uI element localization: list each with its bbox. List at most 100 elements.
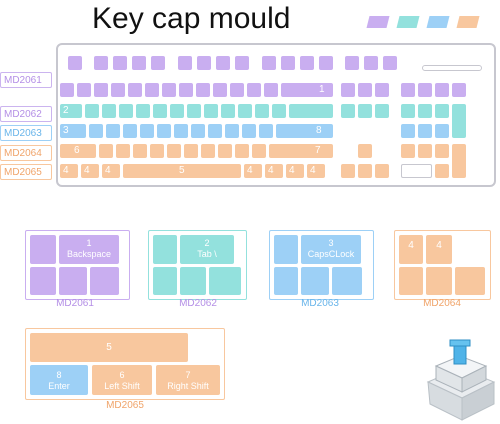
key xyxy=(272,104,286,118)
row-label-md2062: MD2062 xyxy=(0,106,52,122)
key xyxy=(230,83,244,97)
key xyxy=(300,56,314,70)
panel-label-md2061: MD2061 xyxy=(56,298,94,309)
key xyxy=(113,56,127,70)
key xyxy=(94,56,108,70)
key xyxy=(401,164,432,178)
key xyxy=(102,104,116,118)
key xyxy=(264,83,278,97)
keycap xyxy=(209,267,241,295)
keycap xyxy=(399,267,423,295)
key: 4 xyxy=(265,164,283,178)
key: 4 xyxy=(244,164,262,178)
key xyxy=(435,164,449,178)
key xyxy=(401,124,415,138)
key xyxy=(341,83,355,97)
tab-key: 2 xyxy=(60,104,82,118)
row-label-md2061: MD2061 xyxy=(0,72,52,88)
orange-swatch xyxy=(456,16,480,28)
key xyxy=(213,83,227,97)
keycap xyxy=(30,267,56,295)
key xyxy=(358,83,372,97)
keycap xyxy=(59,267,87,295)
keycap: 4 xyxy=(426,235,452,264)
key xyxy=(128,83,142,97)
panel-md2065: 5 8 Enter 6 Left Shift 7 Right Shift xyxy=(25,328,225,400)
key xyxy=(162,83,176,97)
enter-keycap: 8 Enter xyxy=(30,365,88,395)
key xyxy=(242,124,256,138)
key xyxy=(60,83,74,97)
key xyxy=(358,164,372,178)
keycap xyxy=(274,235,298,264)
key xyxy=(435,124,449,138)
key xyxy=(132,56,146,70)
key xyxy=(435,104,449,118)
capslock-keycap: 3 CapsCLock xyxy=(301,235,361,264)
key xyxy=(281,56,295,70)
panel-label-md2063: MD2063 xyxy=(301,298,339,309)
key xyxy=(187,104,201,118)
key xyxy=(221,104,235,118)
panel-md2061: 1 Backspace xyxy=(25,230,130,300)
enter-key: 8 xyxy=(276,124,333,138)
key xyxy=(136,104,150,118)
left-shift-key: 6 xyxy=(60,144,96,158)
key xyxy=(145,83,159,97)
key xyxy=(262,56,276,70)
key xyxy=(157,124,171,138)
key xyxy=(204,104,218,118)
key xyxy=(341,104,355,118)
key xyxy=(197,56,211,70)
key xyxy=(401,144,415,158)
key: 4 xyxy=(102,164,120,178)
key: 4 xyxy=(60,164,78,178)
key xyxy=(435,83,449,97)
keycap: 4 xyxy=(399,235,423,264)
key xyxy=(111,83,125,97)
key xyxy=(252,144,266,158)
key xyxy=(174,124,188,138)
key xyxy=(225,124,239,138)
panel-md2063: 3 CapsCLock xyxy=(269,230,374,300)
key xyxy=(77,83,91,97)
key xyxy=(238,104,252,118)
key xyxy=(201,144,215,158)
key xyxy=(375,164,389,178)
backspace-key: 1 xyxy=(281,83,333,97)
panel-md2064: 4 4 xyxy=(394,230,491,300)
key xyxy=(150,144,164,158)
key xyxy=(341,164,355,178)
key xyxy=(383,56,397,70)
spacebar-key: 5 xyxy=(123,164,241,178)
key xyxy=(170,104,184,118)
key xyxy=(247,83,261,97)
key xyxy=(99,144,113,158)
purple-swatch xyxy=(366,16,390,28)
key xyxy=(375,83,389,97)
key xyxy=(418,104,432,118)
key xyxy=(259,124,273,138)
key xyxy=(255,104,269,118)
key xyxy=(364,56,378,70)
key xyxy=(345,56,359,70)
panel-label-md2062: MD2062 xyxy=(179,298,217,309)
key xyxy=(116,144,130,158)
keycap xyxy=(153,267,177,295)
key xyxy=(319,56,333,70)
key xyxy=(151,56,165,70)
key xyxy=(208,124,222,138)
key xyxy=(68,56,82,70)
key xyxy=(452,104,466,138)
panel-label-md2064: MD2064 xyxy=(423,298,461,309)
key xyxy=(418,124,432,138)
keycap xyxy=(274,267,298,295)
key xyxy=(289,104,333,118)
key xyxy=(89,124,103,138)
tab-keycap: 2 Tab \ xyxy=(180,235,234,264)
key xyxy=(196,83,210,97)
key xyxy=(94,83,108,97)
keycap xyxy=(153,235,177,264)
key xyxy=(106,124,120,138)
keycap xyxy=(180,267,206,295)
